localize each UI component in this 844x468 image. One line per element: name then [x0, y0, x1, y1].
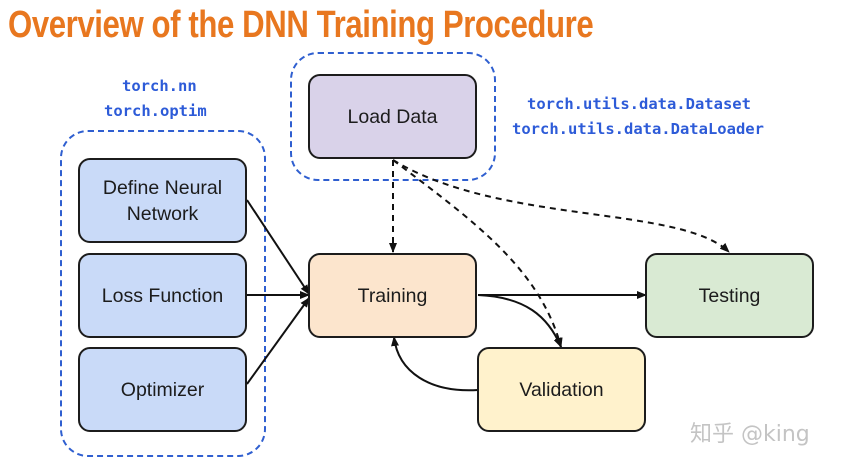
dataloader-label: torch.utils.data.DataLoader	[512, 120, 764, 138]
watermark: 知乎 @king	[690, 422, 810, 447]
validation-node: Validation	[477, 347, 646, 432]
loss-function-label: Loss Function	[101, 284, 224, 307]
validation-label: Validation	[519, 378, 604, 401]
training-to-validation-arrow	[477, 294, 562, 348]
load-data-node: Load Data	[308, 74, 477, 159]
training-node: Training	[308, 253, 477, 338]
dataset-label: torch.utils.data.Dataset	[527, 95, 751, 113]
loss-function-node: Loss Function	[78, 253, 247, 338]
define-network-label: Define Neural Network	[102, 176, 223, 225]
torch-optim-label: torch.optim	[104, 102, 207, 120]
training-label: Training	[357, 284, 428, 307]
validation-to-training-arrow	[391, 336, 479, 392]
define-network-node: Define Neural Network	[78, 158, 247, 243]
optimizer-label: Optimizer	[120, 378, 205, 401]
testing-node: Testing	[645, 253, 814, 338]
torch-nn-label: torch.nn	[122, 77, 197, 95]
page-title: Overview of the DNN Training Procedure	[8, 4, 594, 46]
testing-label: Testing	[698, 284, 761, 307]
load-data-label: Load Data	[347, 105, 438, 128]
optimizer-node: Optimizer	[78, 347, 247, 432]
